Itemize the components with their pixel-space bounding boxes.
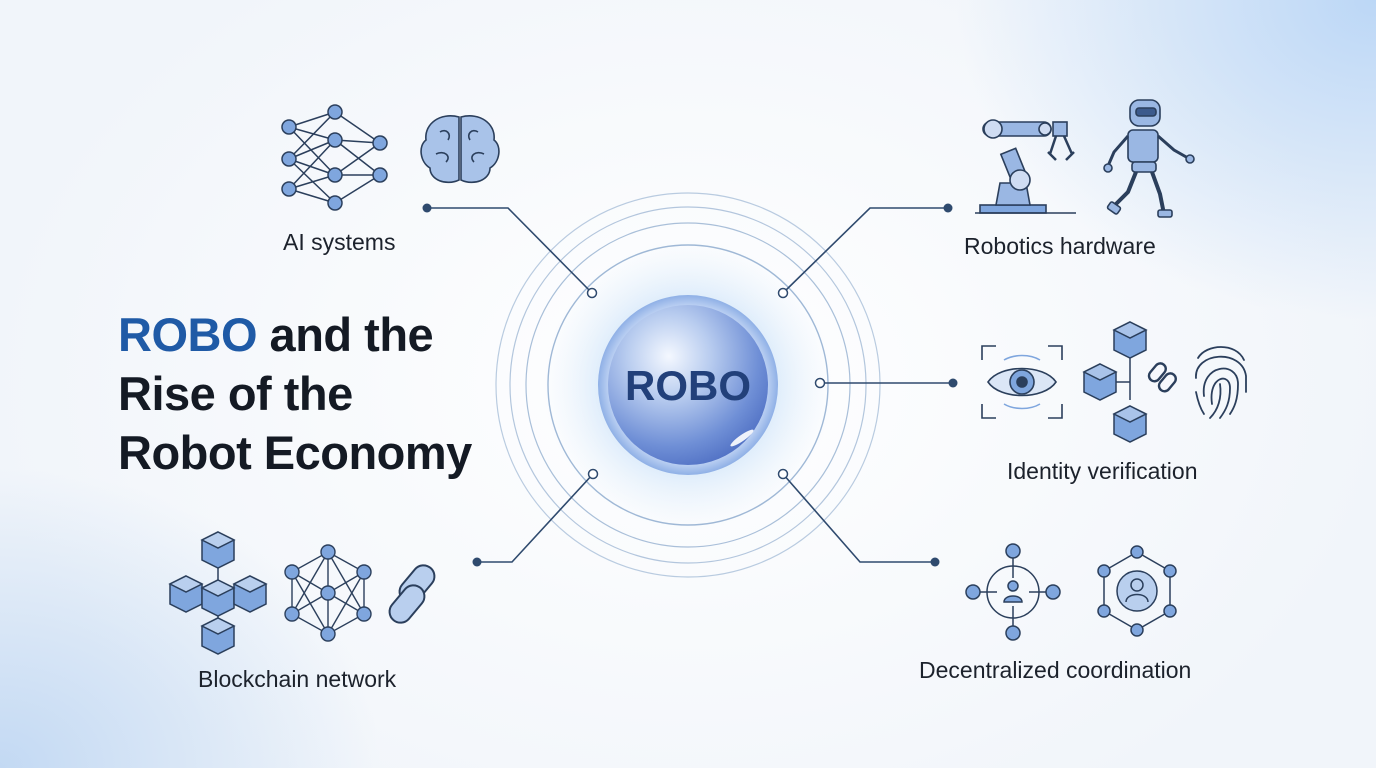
hub-ring-outer bbox=[495, 192, 881, 578]
hub: ROBO bbox=[495, 192, 881, 578]
hub-label: ROBO bbox=[625, 362, 751, 409]
title-accent: ROBO bbox=[118, 308, 258, 361]
endpoint-dot bbox=[472, 557, 482, 567]
title-line1-rest: and the bbox=[257, 308, 434, 361]
connector-ai-systems bbox=[427, 207, 593, 294]
eye-scan-icon bbox=[981, 345, 1063, 419]
connector-blockchain-network bbox=[477, 473, 594, 563]
endpoint-dot bbox=[422, 203, 432, 213]
block-chain-icon bbox=[1082, 321, 1177, 443]
hub-sphere bbox=[608, 305, 768, 465]
label-decentralized-coordination: Decentralized coordination bbox=[919, 657, 1192, 683]
hub-ring-3 bbox=[509, 206, 867, 564]
title-line3: Robot Economy bbox=[118, 426, 472, 479]
ring-dot bbox=[587, 468, 599, 480]
hub-ring-1 bbox=[547, 244, 829, 526]
brain-icon bbox=[420, 115, 500, 184]
label-identity-verification: Identity verification bbox=[1007, 458, 1198, 484]
endpoint-dot bbox=[943, 203, 953, 213]
chain-link-icon bbox=[388, 564, 436, 624]
connector-robotics-hardware bbox=[782, 207, 948, 294]
cube-network-icon bbox=[168, 531, 268, 655]
humanoid-robot-icon bbox=[1103, 99, 1195, 218]
label-ai-systems: AI systems bbox=[283, 229, 396, 255]
hub-highlight bbox=[730, 429, 754, 447]
hub-ring-2 bbox=[525, 222, 851, 548]
robot-arm-icon bbox=[975, 119, 1076, 214]
fingerprint-icon bbox=[1195, 346, 1247, 419]
connector-decentralized-coordination bbox=[782, 473, 935, 563]
endpoint-dot bbox=[948, 378, 958, 388]
neural-network-icon bbox=[281, 104, 388, 211]
ring-dot bbox=[586, 287, 598, 299]
mesh-network-icon bbox=[284, 544, 372, 642]
title-line2: Rise of the bbox=[118, 367, 353, 420]
coordination-arrows-icon bbox=[965, 543, 1061, 641]
connectors bbox=[427, 207, 953, 563]
label-robotics-hardware: Robotics hardware bbox=[964, 233, 1156, 259]
connector-dots bbox=[422, 203, 958, 567]
ring-dot bbox=[777, 468, 789, 480]
ring-dot bbox=[814, 377, 826, 389]
page-title: ROBO and the Rise of the Robot Economy bbox=[118, 305, 472, 482]
ring-dot bbox=[777, 287, 789, 299]
endpoint-dot bbox=[930, 557, 940, 567]
label-blockchain-network: Blockchain network bbox=[198, 666, 397, 692]
user-network-icon bbox=[1097, 545, 1177, 637]
